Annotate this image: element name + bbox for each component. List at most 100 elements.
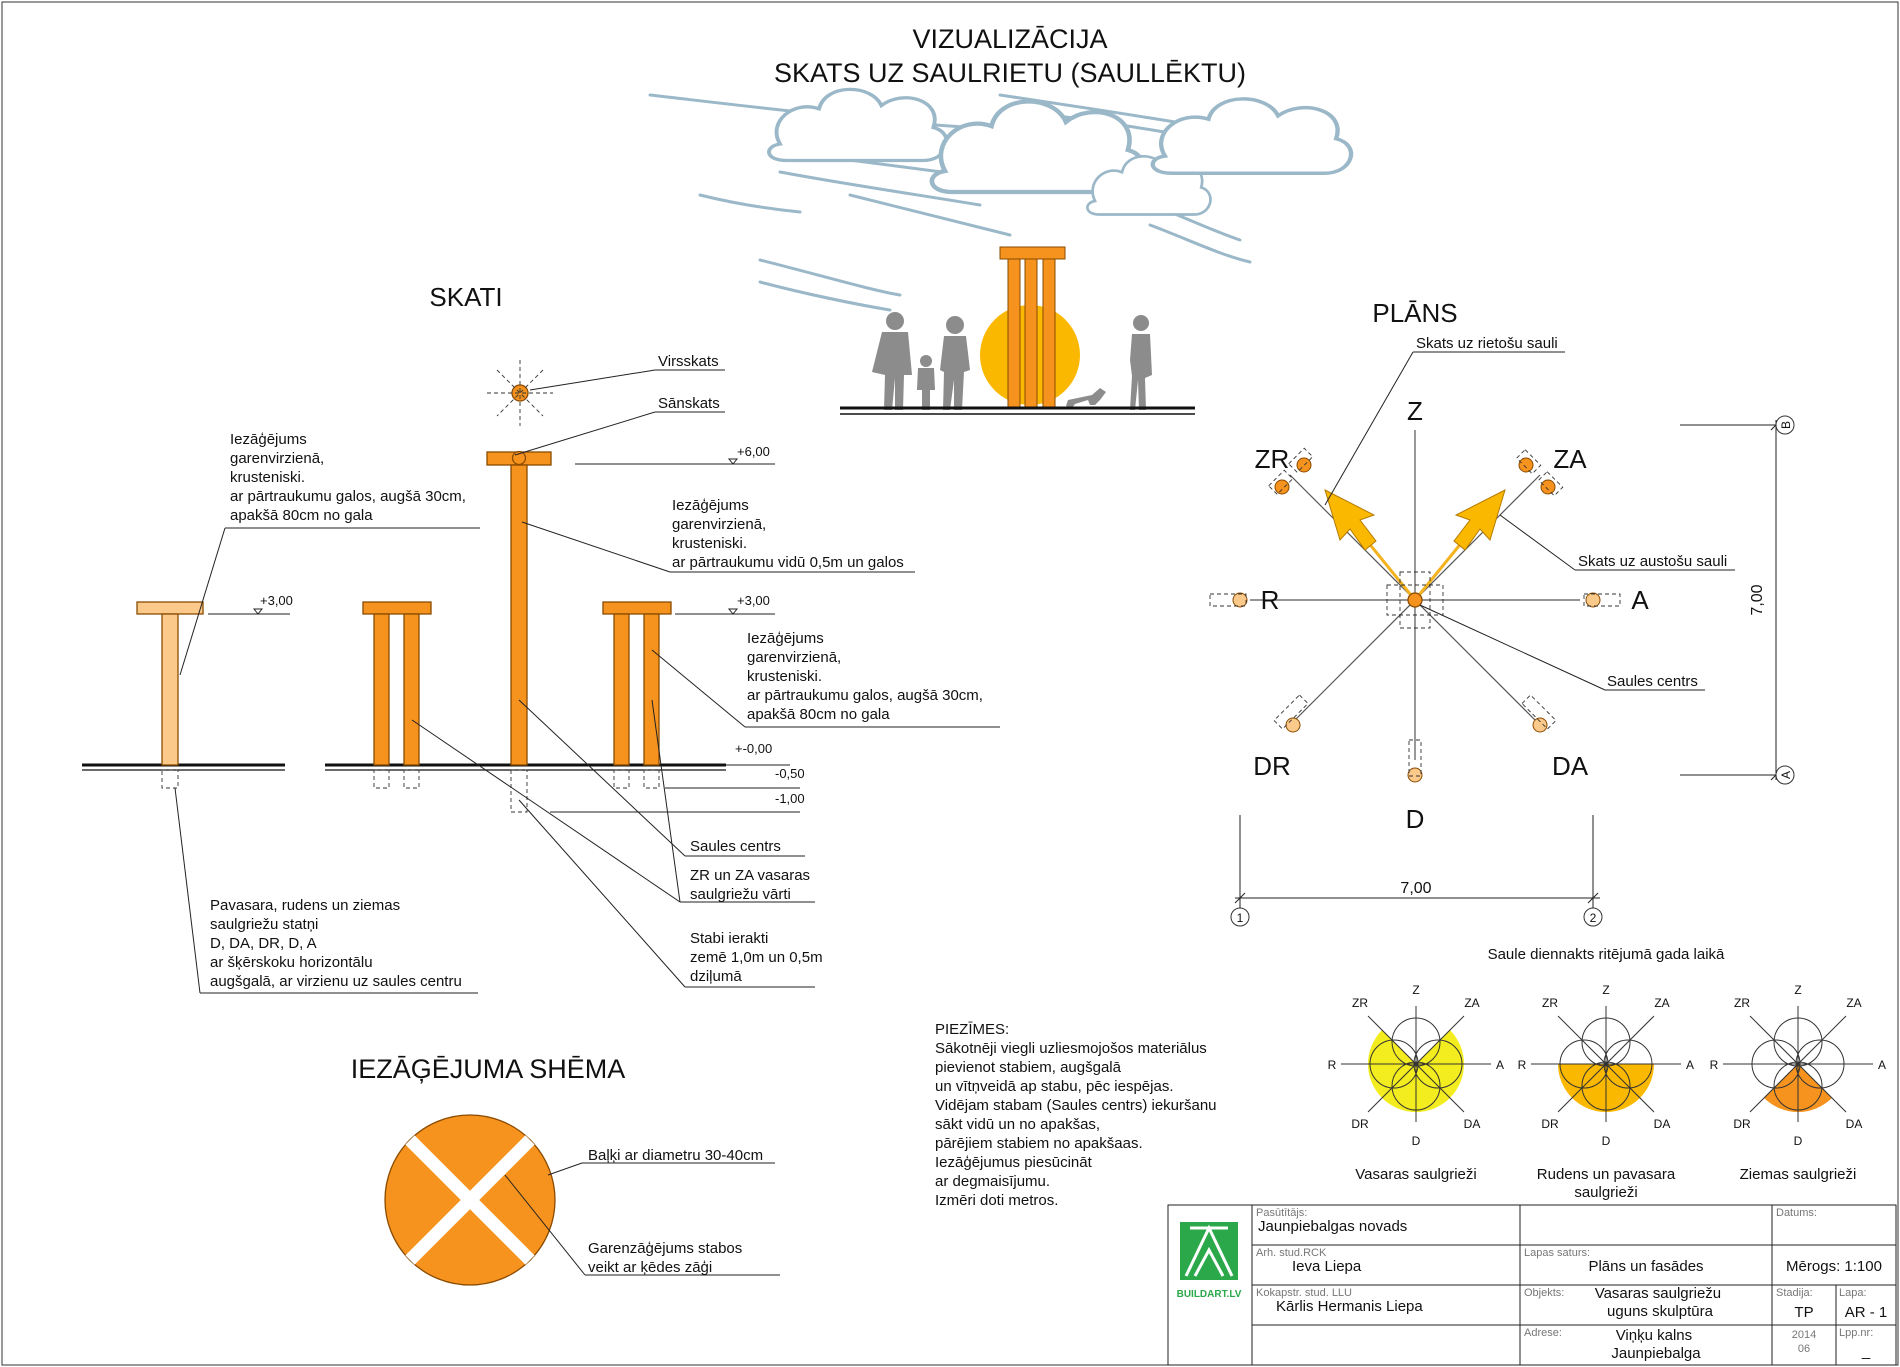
viz-title-2: SKATS UZ SAULRIETU (SAULLĒKTU) — [774, 58, 1246, 88]
label-saules-centrs: Saules centrs — [690, 838, 781, 855]
plan-dimensions: 7,00 1 2 7,00 B A — [1230, 415, 1795, 927]
svg-text:Arh. stud.RCK: Arh. stud.RCK — [1256, 1247, 1327, 1259]
plan-annotations: Skats uz rietošu sauli Skats uz austošu … — [1324, 335, 1735, 691]
sun-diagram-label: Vasaras saulgrieži — [1355, 1166, 1476, 1183]
rose-dir-da: DA — [1654, 1117, 1671, 1131]
level-300-left: +3,00 — [260, 593, 293, 608]
plan-direction-labels: Z ZR ZA R A DR DA D — [1253, 396, 1649, 834]
sculpture-silhouette — [999, 246, 1066, 408]
stadija: TP — [1794, 1304, 1813, 1321]
shema-section: IEZĀĢĒJUMA SHĒMA Baļķi ar diametru 30-40… — [351, 1054, 780, 1286]
sun-diagram-label: saulgrieži — [1574, 1184, 1637, 1201]
level-100: -1,00 — [775, 791, 805, 806]
rose-dir-da: DA — [1846, 1117, 1863, 1131]
sunrise-arrow — [1413, 489, 1506, 601]
adrese: Viņķu kalns Jaunpiebalga — [1611, 1327, 1701, 1362]
rose-dir-r: R — [1518, 1058, 1527, 1072]
rose-dir-dr: DR — [1733, 1117, 1751, 1131]
dir-z: Z — [1407, 396, 1423, 426]
sun-center-post — [486, 450, 552, 813]
svg-text:Datums:: Datums: — [1776, 1207, 1817, 1219]
dir-r: R — [1261, 585, 1280, 615]
svg-text:Lpp.nr:: Lpp.nr: — [1839, 1327, 1873, 1339]
rose-dir-z: Z — [1794, 983, 1801, 997]
label-balki: Baļķi ar diametru 30-40cm — [588, 1147, 763, 1164]
notes-block: PIEZĪMES: Sākotnēji viegli uzliesmojošos… — [935, 1021, 1221, 1209]
axis-2: 2 — [1590, 911, 1597, 925]
arhitekts: Ieva Liepa — [1292, 1258, 1362, 1275]
note-left: Iezāģējums garenvirzienā, krusteniski. a… — [230, 431, 470, 524]
dim-vertical: 7,00 — [1749, 584, 1766, 615]
plans-title: PLĀNS — [1372, 298, 1457, 328]
label-virsskats: Virsskats — [658, 353, 719, 370]
svg-text:Objekts:: Objekts: — [1524, 1287, 1564, 1299]
gate-posts-left — [362, 601, 432, 789]
svg-text:Kokapstr. stud. LLU: Kokapstr. stud. LLU — [1256, 1287, 1352, 1299]
label-austosu: Skats uz austošu sauli — [1578, 553, 1727, 570]
level-markers: +6,00 +3,00 +3,00 +-0,00 -0,50 -1,00 — [208, 444, 805, 813]
dir-d: D — [1406, 804, 1425, 834]
level-300-right: +3,00 — [737, 593, 770, 608]
viz-title-1: VIZUALIZĀCIJA — [912, 24, 1107, 54]
label-plan-saules-centrs: Saules centrs — [1607, 673, 1698, 690]
label-rietosu: Skats uz rietošu sauli — [1416, 335, 1558, 352]
lpp-nr: _ — [1861, 1343, 1871, 1360]
lapa: AR - 1 — [1845, 1304, 1888, 1321]
sun-diagram-label: Ziemas saulgrieži — [1740, 1166, 1857, 1183]
rose-dir-d: D — [1602, 1134, 1611, 1148]
rose-dir-a: A — [1496, 1058, 1504, 1072]
rose-dir-dr: DR — [1541, 1117, 1559, 1131]
axis-1: 1 — [1237, 911, 1244, 925]
rose-dir-zr: ZR — [1542, 996, 1558, 1010]
people-silhouettes — [872, 312, 1152, 410]
merogs: Mērogs: 1:100 — [1786, 1258, 1882, 1275]
rose-dir-za: ZA — [1846, 996, 1861, 1010]
rose-dir-zr: ZR — [1734, 996, 1750, 1010]
log-cross-section — [384, 1114, 556, 1286]
sun-diagrams-title: Saule diennakts ritējumā gada laikā — [1488, 946, 1725, 963]
svg-text:Adrese:: Adrese: — [1524, 1327, 1562, 1339]
pasutitajs: Jaunpiebalgas novads — [1258, 1218, 1407, 1235]
shema-title: IEZĀĢĒJUMA SHĒMA — [351, 1054, 626, 1084]
dir-zr: ZR — [1255, 444, 1290, 474]
lapas-saturs: Plāns un fasādes — [1588, 1258, 1703, 1275]
rose-dir-da: DA — [1464, 1117, 1481, 1131]
svg-text:Pasūtītājs:: Pasūtītājs: — [1256, 1207, 1307, 1219]
label-garenzagejums: Garenzāģējums stabos veikt ar ķēdes zāģi — [588, 1240, 746, 1276]
rose-dir-r: R — [1328, 1058, 1337, 1072]
note-right: Iezāģējums garenvirzienā, krusteniski. a… — [747, 630, 987, 723]
label-vasaras-varti: ZR un ZA vasaras saulgriežu vārti — [690, 867, 814, 903]
notes-title: PIEZĪMES: — [935, 1021, 1009, 1038]
rose-dir-za: ZA — [1654, 996, 1669, 1010]
rose-dir-za: ZA — [1464, 996, 1479, 1010]
label-pavasara: Pavasara, rudens un ziemas saulgriežu st… — [210, 897, 462, 990]
notes-lines: Sākotnēji viegli uzliesmojošos materiālu… — [935, 1040, 1221, 1209]
buildart-logo: BUILDART.LV — [1177, 1222, 1242, 1300]
plan-center-post — [1407, 592, 1423, 608]
plans-section: PLĀNS — [1209, 298, 1795, 927]
kokapstrade: Kārlis Hermanis Liepa — [1276, 1298, 1423, 1315]
rose-dir-a: A — [1878, 1058, 1886, 1072]
level-050: -0,50 — [775, 766, 805, 781]
dim-horizontal: 7,00 — [1400, 880, 1431, 897]
rose-dir-d: D — [1794, 1134, 1803, 1148]
skati-annotations: Virsskats Sānskats Iezāģējums garenvirzi… — [174, 353, 1000, 994]
skati-section: SKATI — [82, 282, 1000, 994]
axis-b: B — [1779, 421, 1793, 429]
rose-dir-z: Z — [1602, 983, 1609, 997]
plan-posts — [1209, 447, 1621, 783]
label-stabi: Stabi ierakti zemē 1,0m un 0,5m dziļumā — [690, 930, 827, 985]
label-sanskats: Sānskats — [658, 395, 720, 412]
svg-text:Stadija:: Stadija: — [1776, 1287, 1813, 1299]
rose-dir-dr: DR — [1351, 1117, 1369, 1131]
rose-dir-zr: ZR — [1352, 996, 1368, 1010]
title-block: BUILDART.LV Pasūtītājs: Jaunpiebalgas no… — [1167, 1204, 1897, 1366]
svg-text:06: 06 — [1798, 1343, 1810, 1355]
objekts: Vasaras saulgriežu uguns skulptūra — [1595, 1285, 1726, 1320]
svg-text:Lapa:: Lapa: — [1839, 1287, 1867, 1299]
side-post-light — [136, 601, 204, 789]
